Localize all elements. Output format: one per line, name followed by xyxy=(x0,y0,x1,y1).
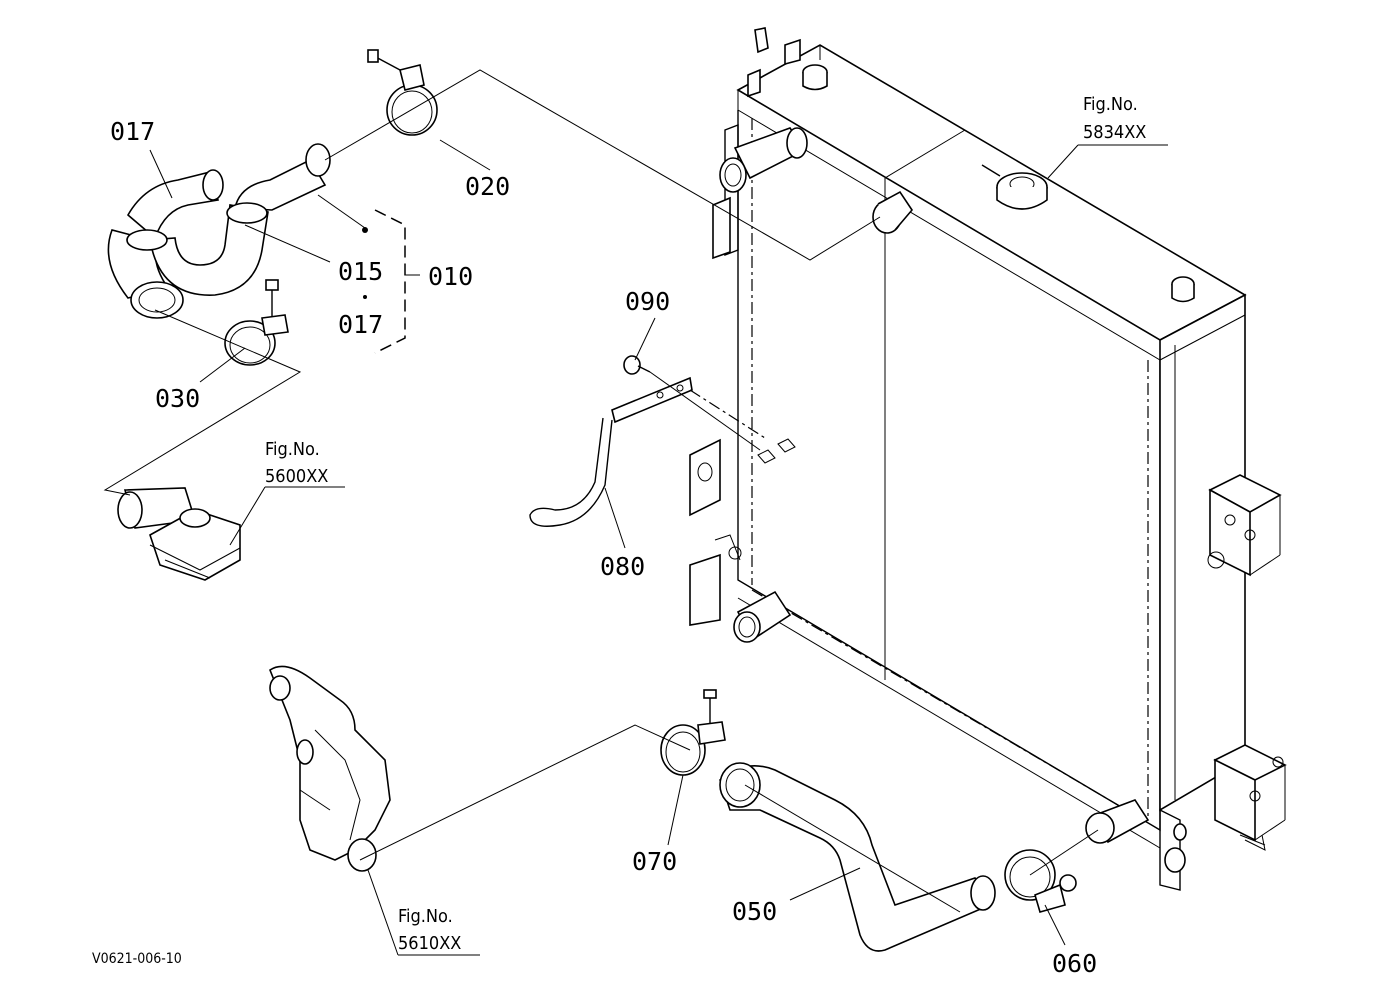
fig-5834-caption: Fig.No. xyxy=(1083,94,1138,115)
label-030: 030 xyxy=(155,384,200,413)
label-060: 060 xyxy=(1052,949,1097,978)
figure-references: Fig.No. 5834XX Fig.No. 5600XX Fig.No. 56… xyxy=(265,94,1146,954)
upper-hose-drawing xyxy=(107,143,331,319)
leader-lines xyxy=(103,69,1168,956)
fig-5610-number: 5610XX xyxy=(398,933,461,954)
label-010: 010 xyxy=(428,262,473,291)
label-070: 070 xyxy=(632,847,677,876)
clamp-070-drawing xyxy=(660,689,726,776)
lower-hose-drawing xyxy=(719,762,996,952)
label-017-bottom: 017 xyxy=(338,310,383,339)
fig-5610-caption: Fig.No. xyxy=(398,906,453,927)
screw-090-drawing xyxy=(623,355,651,375)
label-080: 080 xyxy=(600,552,645,581)
part-labels: 017 015 017 010 020 030 090 080 070 050 … xyxy=(110,117,1097,978)
label-090: 090 xyxy=(625,287,670,316)
diagram-code: V0621-006-10 xyxy=(92,951,182,967)
label-017-top: 017 xyxy=(110,117,155,146)
label-050: 050 xyxy=(732,897,777,926)
clamp-060-drawing xyxy=(1004,849,1077,913)
radiator-drawing xyxy=(689,27,1287,891)
fig-5834-number: 5834XX xyxy=(1083,122,1146,143)
label-020: 020 xyxy=(465,172,510,201)
thermostat-housing-drawing xyxy=(117,487,241,581)
label-015: 015 xyxy=(338,257,383,286)
bracket-080-drawing xyxy=(529,376,693,527)
pump-cover-drawing xyxy=(269,665,391,872)
fig-5600-caption: Fig.No. xyxy=(265,439,320,460)
fig-5600-number: 5600XX xyxy=(265,466,328,487)
clamp-030-drawing xyxy=(224,279,289,366)
clamp-020-drawing xyxy=(367,49,438,136)
